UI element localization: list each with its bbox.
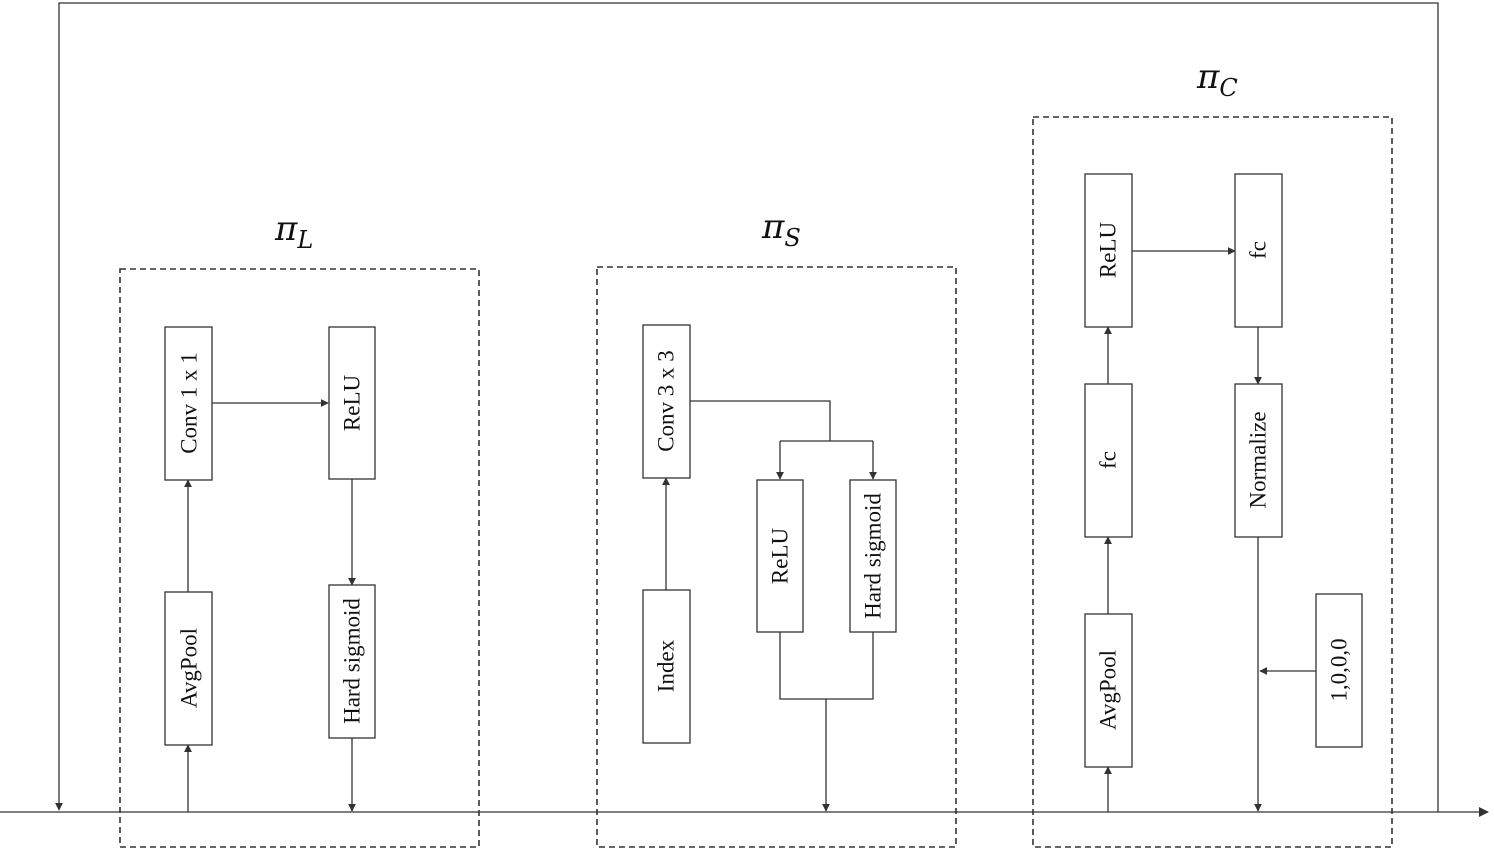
pi-c-avgpool-block: AvgPool xyxy=(1084,613,1133,768)
svg-text:fc: fc xyxy=(1246,241,1271,259)
line-conv-branch xyxy=(690,400,831,441)
skip-connection-line xyxy=(55,2,1439,812)
pi-l-relu-block: ReLU xyxy=(328,326,376,480)
module-pi-c-boundary xyxy=(1032,116,1393,848)
pi-s-index-block: Index xyxy=(642,589,691,744)
pi-s-relu-block: ReLU xyxy=(756,479,804,633)
line-merge xyxy=(779,632,874,700)
module-pi-l-boundary xyxy=(119,268,480,848)
svg-text:AvgPool: AvgPool xyxy=(1096,650,1121,730)
svg-text:Index: Index xyxy=(654,639,679,692)
svg-text:AvgPool: AvgPool xyxy=(177,628,202,708)
svg-text:Normalize: Normalize xyxy=(1246,411,1271,508)
svg-text:Conv 3 x 3: Conv 3 x 3 xyxy=(654,350,679,452)
svg-text:1,0,0,0: 1,0,0,0 xyxy=(1327,638,1352,701)
module-pi-s-title: πS xyxy=(761,207,801,252)
svg-text:Hard sigmoid: Hard sigmoid xyxy=(340,598,365,724)
pi-c-relu-block: ReLU xyxy=(1084,173,1133,328)
svg-text:ReLU: ReLU xyxy=(1096,222,1121,279)
module-pi-l: πL AvgPool Conv 1 x 1 ReLU Hard sigmoid xyxy=(119,209,480,848)
pi-l-conv-block: Conv 1 x 1 xyxy=(164,326,213,481)
svg-text:fc: fc xyxy=(1096,451,1121,469)
svg-text:Conv 1 x 1: Conv 1 x 1 xyxy=(177,352,202,454)
pi-c-normalize-block: Normalize xyxy=(1234,383,1283,538)
svg-text:Hard sigmoid: Hard sigmoid xyxy=(861,493,886,619)
module-pi-c-title: πC xyxy=(1196,57,1238,102)
pi-c-constant-block: 1,0,0,0 xyxy=(1315,593,1363,748)
pi-c-fc-right-block: fc xyxy=(1234,173,1283,328)
module-pi-s: πS Index Conv 3 x 3 ReLU Hard sigmoid xyxy=(596,207,957,848)
pi-s-hard-sigmoid-block: Hard sigmoid xyxy=(849,479,897,633)
module-pi-c: πC AvgPool fc ReLU fc Normalize xyxy=(1032,57,1393,848)
pi-s-conv-block: Conv 3 x 3 xyxy=(642,324,691,479)
pi-l-hard-sigmoid-block: Hard sigmoid xyxy=(328,584,376,739)
pi-c-fc-left-block: fc xyxy=(1084,383,1133,538)
svg-text:ReLU: ReLU xyxy=(768,528,793,585)
svg-text:ReLU: ReLU xyxy=(340,375,365,432)
module-pi-l-title: πL xyxy=(274,209,313,254)
pi-l-avgpool-block: AvgPool xyxy=(164,591,213,746)
